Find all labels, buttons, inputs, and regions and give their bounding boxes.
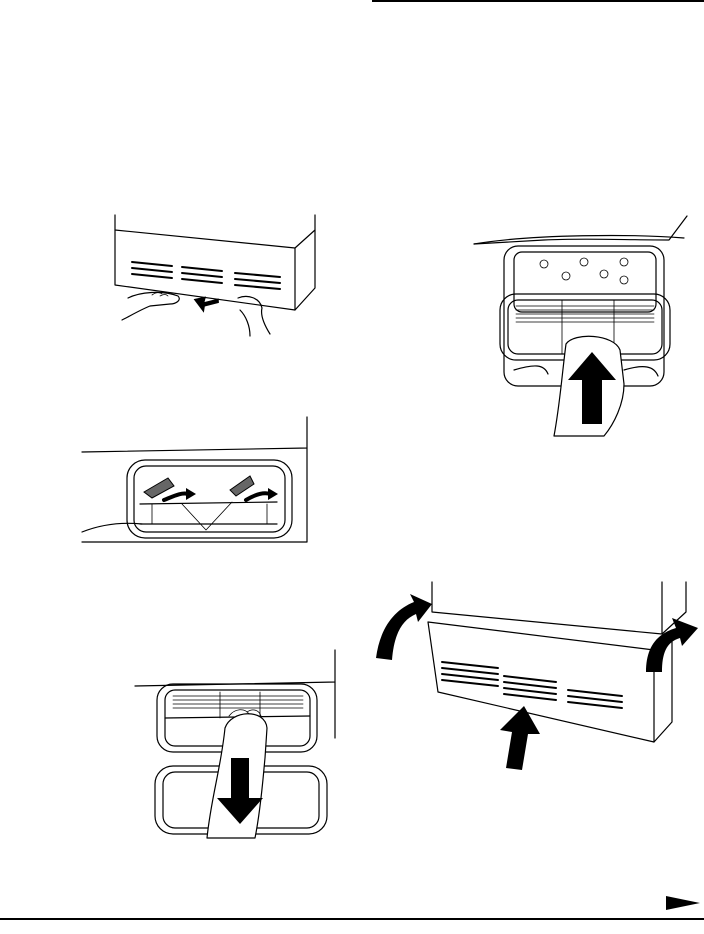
figure-refit-grille [372,572,702,772]
grille-removal-drawing [100,210,330,345]
pull-drain-pan-drawing [135,648,350,848]
right-arrow-icon[interactable] [666,896,700,910]
refit-grille-drawing [372,572,702,772]
bottom-rule [0,918,704,920]
figure-grille-removal [100,210,330,345]
figure-turn-clips [82,412,327,554]
turn-clips-drawing [82,412,327,554]
push-drain-pan-drawing [474,214,689,444]
figure-push-drain-pan [474,214,689,444]
figure-pull-drain-pan [135,648,350,848]
top-rule [372,0,704,2]
